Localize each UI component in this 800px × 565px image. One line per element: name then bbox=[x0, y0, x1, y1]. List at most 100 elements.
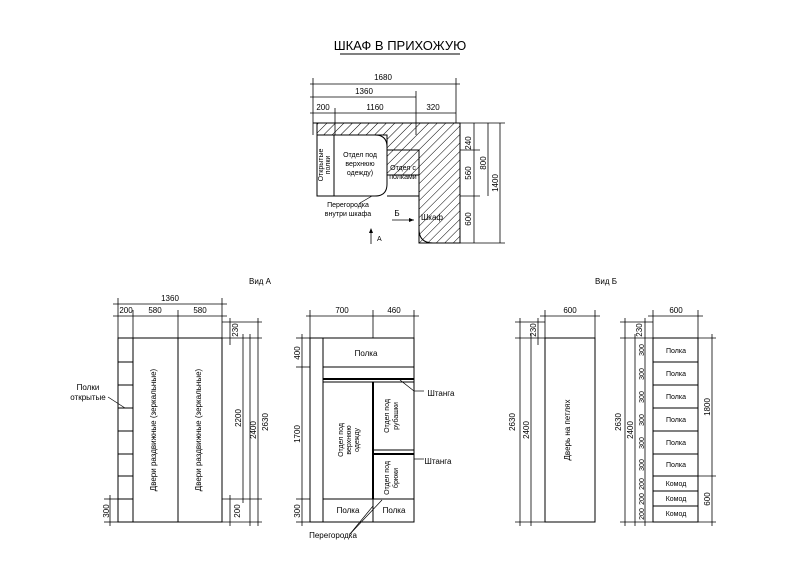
view-b-drawer-1: Комод bbox=[666, 481, 687, 488]
dim-240: 240 bbox=[464, 136, 473, 150]
plan-open-shelves-label-2: полки bbox=[325, 156, 332, 175]
plan-open-shelves-box bbox=[316, 135, 335, 197]
plan-shelves-label-2: полками bbox=[389, 174, 417, 181]
view-a-door-label-1: Двери раздвижные (зеркальные) bbox=[149, 368, 158, 491]
view-a-open-shelves-label-1: Полки bbox=[77, 383, 100, 392]
view-a-dim-300: 300 bbox=[102, 504, 111, 518]
view-a-open-shelves-leader bbox=[107, 396, 126, 409]
plan-open-shelves-label-1: Открытые bbox=[318, 149, 325, 182]
view-b-section-dim-300-1: 300 bbox=[639, 344, 646, 356]
page-title: ШКАФ В ПРИХОЖУЮ bbox=[334, 38, 467, 53]
view-a-title: Вид А bbox=[249, 277, 272, 286]
view-a-dim-200: 200 bbox=[119, 306, 133, 315]
view-b-shelf-5: Полка bbox=[666, 440, 686, 447]
view-b-front-door bbox=[544, 337, 596, 523]
view-a-section-dim-700: 700 bbox=[335, 306, 349, 315]
view-b-section-dim-2400: 2400 bbox=[626, 421, 635, 439]
view-a-partition-leader-1 bbox=[349, 505, 374, 535]
view-b-shelf-2: Полка bbox=[666, 371, 686, 378]
view-b-section-dim-300-6: 300 bbox=[639, 459, 646, 471]
dim-600: 600 bbox=[464, 212, 473, 226]
view-a-front bbox=[117, 337, 223, 523]
view-a-section-dim-1700: 1700 bbox=[293, 425, 302, 443]
view-a-section-dim-460: 460 bbox=[387, 306, 401, 315]
view-b-section-dim-200-3: 200 bbox=[639, 508, 646, 520]
view-a-section-dim-400: 400 bbox=[293, 346, 302, 360]
view-a-section bbox=[309, 337, 415, 523]
view-b-dim-600: 600 bbox=[563, 306, 577, 315]
dim-1360: 1360 bbox=[355, 87, 373, 96]
view-b-shelf-4: Полка bbox=[666, 417, 686, 424]
view-a-shirts-label-2: рубашки bbox=[392, 402, 400, 430]
view-a-open-shelves-label-2: открытые bbox=[70, 393, 106, 402]
dim-800: 800 bbox=[479, 156, 488, 170]
view-b-drawer-3: Комод bbox=[666, 511, 687, 518]
view-a-outerwear-label-2: верхнюю bbox=[346, 425, 353, 454]
view-a-door-label-2: Двери раздвижные (зеркальные) bbox=[194, 368, 203, 491]
view-a-shelf-bottom-2: Полка bbox=[383, 506, 406, 515]
plan-hatched-wall bbox=[316, 122, 461, 244]
view-a-dim-230: 230 bbox=[231, 323, 240, 337]
view-b-section-dim-200-2: 200 bbox=[639, 493, 646, 505]
view-b-section-dim-300-4: 300 bbox=[639, 414, 646, 426]
view-b-shelf-3: Полка bbox=[666, 394, 686, 401]
view-a-dim-580-a: 580 bbox=[148, 306, 162, 315]
view-b-section-dims bbox=[620, 310, 716, 526]
plan-outerwear-box bbox=[334, 134, 388, 197]
plan-cabinet-label: Шкаф bbox=[421, 213, 443, 222]
view-a-rod-label-2: Штанга bbox=[425, 457, 453, 466]
plan-view-b-arrowhead bbox=[409, 218, 414, 222]
view-a-dim-580-b: 580 bbox=[193, 306, 207, 315]
view-b-dim-2630: 2630 bbox=[508, 413, 517, 431]
view-a-dim-200-bottom: 200 bbox=[233, 504, 242, 518]
view-a-partition-label: Перегородка bbox=[309, 531, 357, 540]
plan-dimensions bbox=[310, 78, 505, 244]
view-b-section-dim-230: 230 bbox=[635, 323, 644, 337]
view-b-section-dim-600: 600 bbox=[669, 306, 683, 315]
view-b-section-dim-300-3: 300 bbox=[639, 391, 646, 403]
view-a-shelf-top: Полка bbox=[355, 349, 378, 358]
view-b-dim-230: 230 bbox=[529, 323, 538, 337]
dim-1680: 1680 bbox=[374, 73, 392, 82]
view-a-dim-2200: 2200 bbox=[234, 409, 243, 427]
view-a-shirts-label-1: Отдел под bbox=[384, 399, 391, 433]
view-b-shelf-6: Полка bbox=[666, 462, 686, 469]
view-a-partition-leader-2 bbox=[349, 499, 383, 535]
view-a-rod-label-1: Штанга bbox=[428, 389, 456, 398]
view-b-dim-2400: 2400 bbox=[522, 421, 531, 439]
plan-partition-label-2: внутри шкафа bbox=[325, 211, 372, 218]
plan-outerwear-label-2: верхнюю bbox=[345, 161, 374, 168]
view-b-section-dim-600-bottom: 600 bbox=[703, 492, 712, 506]
plan-outerwear-label-3: одежду) bbox=[347, 170, 373, 177]
view-b-door-label: Дверь на петлях bbox=[563, 400, 572, 461]
dim-320: 320 bbox=[426, 103, 440, 112]
plan-shelves-box bbox=[387, 149, 420, 197]
view-a-dim-1360: 1360 bbox=[161, 294, 179, 303]
view-b-section-dim-300-5: 300 bbox=[639, 437, 646, 449]
view-a-section-dims bbox=[296, 310, 419, 526]
plan-outline bbox=[313, 122, 461, 244]
view-b-section-dim-200-1: 200 bbox=[639, 478, 646, 490]
view-a-outerwear-label-1: Отдел под bbox=[338, 423, 345, 457]
plan-view bbox=[313, 122, 461, 244]
view-a-dim-2630: 2630 bbox=[261, 413, 270, 431]
view-a-outerwear-label-3: одежду bbox=[354, 428, 361, 452]
dim-560: 560 bbox=[464, 166, 473, 180]
dim-1400: 1400 bbox=[491, 174, 500, 192]
view-b-section bbox=[652, 337, 699, 523]
view-a-trousers-label-2: брюки bbox=[392, 468, 400, 488]
plan-partition-label-1: Перегородка bbox=[327, 202, 369, 209]
view-b-section-dim-1800: 1800 bbox=[703, 398, 712, 416]
view-a-rod-leader-1b bbox=[399, 379, 415, 392]
view-b-drawer-2: Комод bbox=[666, 496, 687, 503]
plan-partition-leader bbox=[359, 195, 373, 204]
view-b-section-dim-2630: 2630 bbox=[614, 413, 623, 431]
view-a-front-dims bbox=[104, 298, 262, 526]
view-a-dim-2400: 2400 bbox=[249, 421, 258, 439]
view-b-title: Вид Б bbox=[595, 277, 617, 286]
plan-view-a-marker: А bbox=[377, 236, 382, 243]
view-b-section-dim-300-2: 300 bbox=[639, 368, 646, 380]
view-a-trousers-label-1: Отдел под bbox=[384, 461, 391, 495]
plan-view-a-arrowhead bbox=[369, 228, 373, 233]
